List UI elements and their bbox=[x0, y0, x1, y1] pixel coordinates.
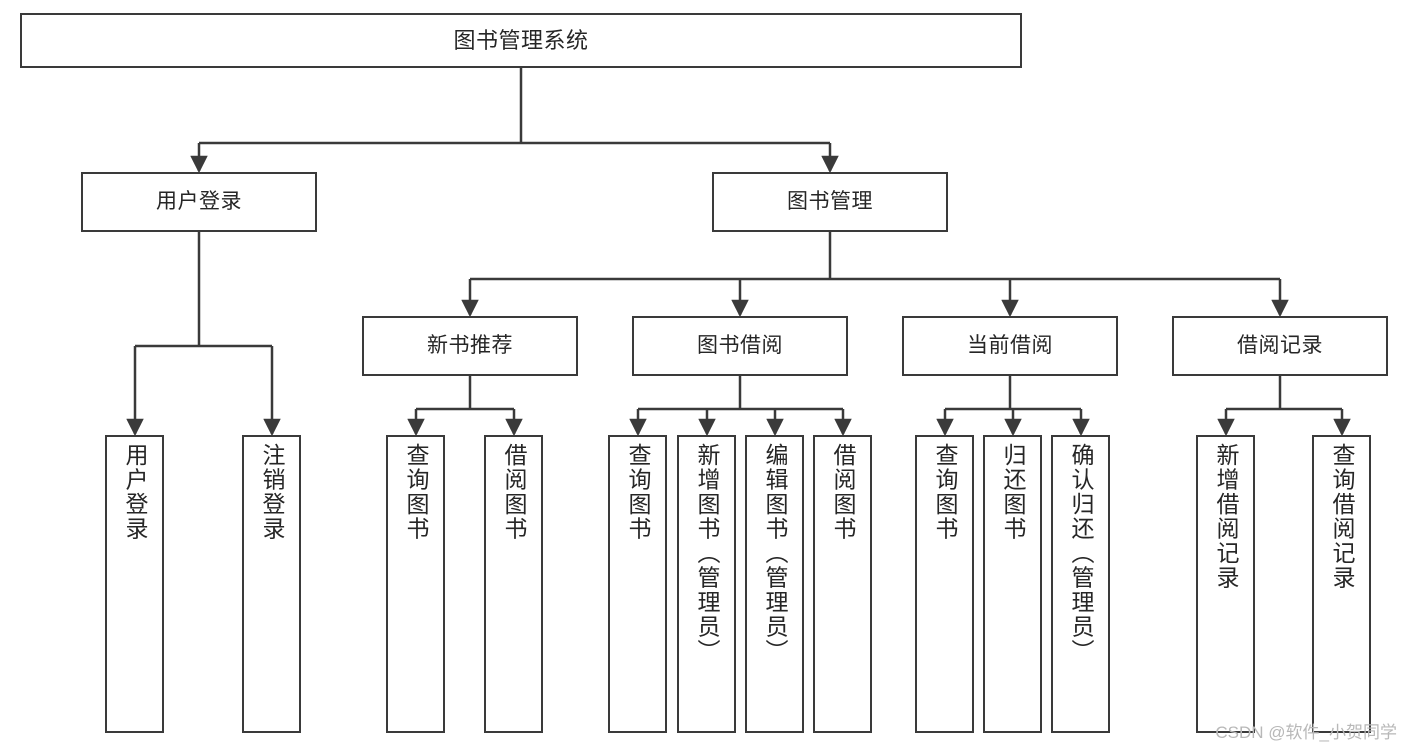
node-label: 确认归还（管理员） bbox=[1068, 443, 1094, 664]
node-l3-addrecord[interactable]: 新增借阅记录 bbox=[1196, 435, 1255, 733]
node-label: 当前借阅 bbox=[967, 333, 1053, 357]
node-label: 查询图书 bbox=[625, 443, 651, 541]
node-label: 编辑图书（管理员） bbox=[762, 443, 788, 664]
node-label: 新书推荐 bbox=[427, 333, 513, 357]
node-l1-bookmgmt[interactable]: 图书管理 bbox=[712, 172, 948, 232]
node-l2-borrow[interactable]: 图书借阅 bbox=[632, 316, 848, 376]
node-l2-newbook[interactable]: 新书推荐 bbox=[362, 316, 578, 376]
node-l3-query2[interactable]: 查询图书 bbox=[608, 435, 667, 733]
node-label: 图书管理系统 bbox=[453, 27, 589, 53]
node-l3-queryrecord[interactable]: 查询借阅记录 bbox=[1312, 435, 1371, 733]
node-label: 查询图书 bbox=[932, 443, 958, 541]
node-l3-borrowbook2[interactable]: 借阅图书 bbox=[813, 435, 872, 733]
node-l3-query3[interactable]: 查询图书 bbox=[915, 435, 974, 733]
node-label: 查询图书 bbox=[403, 443, 429, 541]
node-label: 图书管理 bbox=[787, 189, 873, 213]
node-label: 新增借阅记录 bbox=[1213, 443, 1239, 590]
watermark-text: CSDN @软件_小贺同学 bbox=[1215, 723, 1397, 742]
node-label: 注销登录 bbox=[259, 443, 285, 541]
node-label: 归还图书 bbox=[1000, 443, 1026, 541]
node-l3-logout[interactable]: 注销登录 bbox=[242, 435, 301, 733]
node-label: 图书借阅 bbox=[697, 333, 783, 357]
node-label: 查询借阅记录 bbox=[1329, 443, 1355, 590]
node-l3-editbook[interactable]: 编辑图书（管理员） bbox=[745, 435, 804, 733]
node-label: 新增图书（管理员） bbox=[694, 443, 720, 664]
node-l3-userlogin[interactable]: 用户登录 bbox=[105, 435, 164, 733]
node-l2-current[interactable]: 当前借阅 bbox=[902, 316, 1118, 376]
node-l3-confirmreturn[interactable]: 确认归还（管理员） bbox=[1051, 435, 1110, 733]
node-l1-login[interactable]: 用户登录 bbox=[81, 172, 317, 232]
node-label: 借阅记录 bbox=[1237, 333, 1323, 357]
node-l2-record[interactable]: 借阅记录 bbox=[1172, 316, 1388, 376]
node-root[interactable]: 图书管理系统 bbox=[20, 13, 1022, 68]
node-l3-addbook[interactable]: 新增图书（管理员） bbox=[677, 435, 736, 733]
node-label: 用户登录 bbox=[156, 189, 242, 213]
node-l3-borrowbook1[interactable]: 借阅图书 bbox=[484, 435, 543, 733]
node-l3-query1[interactable]: 查询图书 bbox=[386, 435, 445, 733]
node-label: 借阅图书 bbox=[830, 443, 856, 541]
node-label: 用户登录 bbox=[122, 443, 148, 541]
node-label: 借阅图书 bbox=[501, 443, 527, 541]
node-l3-returnbook[interactable]: 归还图书 bbox=[983, 435, 1042, 733]
